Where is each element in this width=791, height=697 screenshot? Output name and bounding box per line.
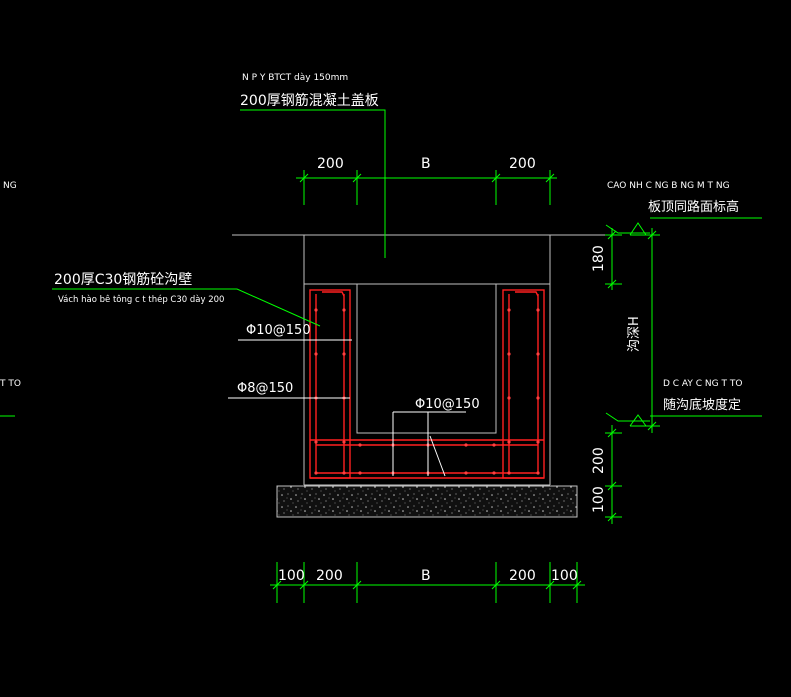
rebar-section-dot — [342, 352, 346, 356]
top-elevation-note-vn: CAO NH C NG B NG M T NG — [607, 181, 730, 191]
rebar-dots — [314, 308, 540, 475]
rebar-section-dot — [507, 440, 511, 444]
rebar-section-dot — [314, 308, 318, 312]
rebar-section-dot — [507, 396, 511, 400]
dim-right-180: 180 — [591, 245, 607, 272]
dim-top-right: 200 — [509, 156, 536, 172]
top-elevation-note-cn: 板顶同路面标高 — [648, 199, 739, 215]
dim-bottom-2: 200 — [316, 568, 343, 584]
rebar-section-dot — [358, 471, 362, 475]
rebar-section-dot — [536, 396, 540, 400]
rebar-phi10-base-label: Φ10@150 — [415, 397, 480, 412]
rebar-section-dot — [342, 308, 346, 312]
depth-label: 沟深H — [627, 316, 642, 352]
rebar-phi8-label: Φ8@150 — [237, 381, 293, 396]
rebar-section-dot — [536, 471, 540, 475]
dimension-right — [605, 228, 660, 524]
rebar-section-dot — [507, 308, 511, 312]
gravel-cushion — [276, 485, 578, 518]
rebar-section-dot — [314, 440, 318, 444]
rebar-leaders — [228, 339, 466, 477]
rebar-section-dot — [314, 471, 318, 475]
dim-top-b: B — [421, 156, 431, 172]
cover-note-cn: 200厚钢筋混凝土盖板 — [240, 92, 379, 109]
rebar-cage — [309, 289, 545, 479]
dim-bottom-1: 100 — [278, 568, 305, 584]
rebar-section-dot — [492, 471, 496, 475]
rebar-section-dot — [464, 443, 468, 447]
dimension-top — [296, 170, 557, 205]
bottom-elevation-note-vn: D C AY C NG T TO — [663, 379, 742, 389]
rebar-phi10-wall-label: Φ10@150 — [246, 323, 311, 338]
rebar-section-dot — [536, 352, 540, 356]
rebar-section-dot — [314, 352, 318, 356]
left-cut-text-top: NG — [3, 181, 17, 191]
rebar-section-dot — [342, 440, 346, 444]
wall-note-vn: Vách hào bê tông c t thép C30 dày 200 — [58, 294, 224, 305]
dim-bottom-b: B — [421, 568, 431, 584]
rebar-section-dot — [492, 443, 496, 447]
dim-bottom-4: 200 — [509, 568, 536, 584]
dim-right-200: 200 — [591, 447, 607, 474]
rebar-section-dot — [342, 471, 346, 475]
left-cut-text-mid: T TO — [0, 379, 21, 389]
dimension-bottom — [270, 562, 585, 603]
dim-top-left: 200 — [317, 156, 344, 172]
rebar-section-dot — [507, 471, 511, 475]
annotation-leaders — [0, 109, 762, 422]
trench-outline — [303, 235, 551, 486]
rebar-section-dot — [507, 352, 511, 356]
wall-note-cn: 200厚C30钢筋砼沟壁 — [54, 271, 192, 288]
dim-bottom-5: 100 — [551, 568, 578, 584]
rebar-section-dot — [536, 440, 540, 444]
bottom-elevation-note-cn: 随沟底坡度定 — [663, 397, 741, 413]
rebar-section-dot — [358, 443, 362, 447]
rebar-section-dot — [536, 308, 540, 312]
rebar-section-dot — [464, 471, 468, 475]
dim-right-100: 100 — [591, 486, 607, 513]
cover-note-vn: N P Y BTCT dày 150mm — [242, 73, 348, 83]
